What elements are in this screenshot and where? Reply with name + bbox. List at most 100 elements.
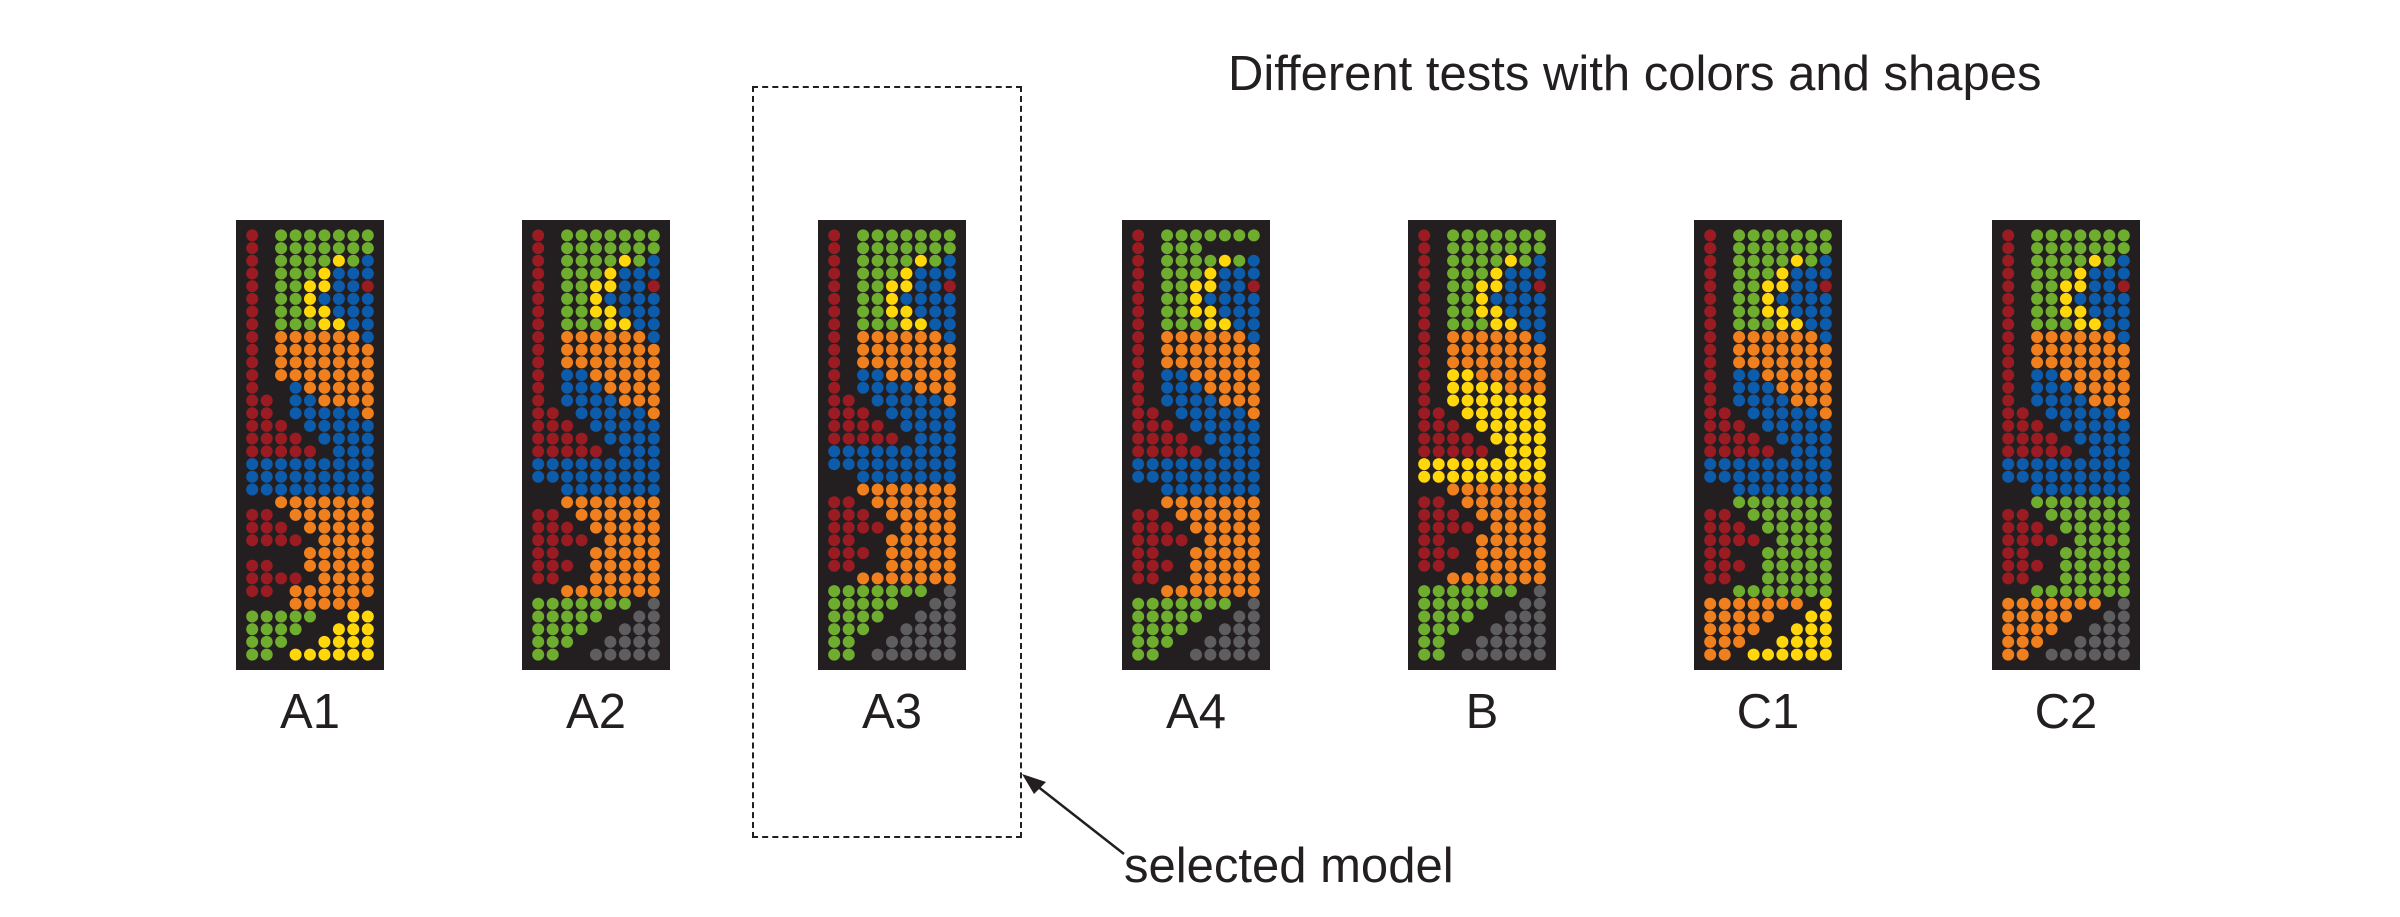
dot bbox=[1447, 610, 1460, 623]
dot bbox=[1204, 229, 1217, 242]
dot bbox=[604, 242, 617, 255]
dot bbox=[2002, 419, 2015, 432]
dot bbox=[1476, 572, 1488, 585]
dot bbox=[575, 483, 588, 496]
dot bbox=[900, 242, 913, 255]
dot bbox=[1519, 572, 1532, 585]
dot bbox=[900, 521, 913, 534]
dot bbox=[1418, 470, 1431, 483]
dot bbox=[1476, 559, 1488, 572]
dot bbox=[1418, 305, 1431, 318]
dot bbox=[1776, 229, 1789, 242]
dot bbox=[1733, 559, 1746, 572]
dot bbox=[2031, 623, 2044, 636]
dot bbox=[1490, 267, 1503, 280]
dot bbox=[1704, 318, 1717, 331]
dot bbox=[2060, 242, 2072, 255]
dot bbox=[929, 369, 942, 382]
dot bbox=[1461, 280, 1474, 293]
dot bbox=[275, 343, 288, 356]
dot bbox=[1476, 496, 1488, 509]
dot bbox=[2031, 254, 2044, 267]
dot bbox=[647, 496, 660, 509]
model-panel-c1 bbox=[1694, 220, 1842, 670]
dot bbox=[2088, 572, 2101, 585]
dot bbox=[2045, 292, 2058, 305]
dot bbox=[1190, 458, 1202, 471]
dot bbox=[1790, 343, 1803, 356]
dot bbox=[1161, 623, 1174, 636]
dot bbox=[1704, 572, 1717, 585]
dot bbox=[1233, 280, 1246, 293]
dot bbox=[304, 597, 316, 610]
dot bbox=[1819, 623, 1832, 636]
dot bbox=[2117, 267, 2130, 280]
dot bbox=[1747, 242, 1760, 255]
dot bbox=[2074, 496, 2087, 509]
dot bbox=[1704, 331, 1717, 343]
dot bbox=[1504, 419, 1517, 432]
dot bbox=[886, 331, 898, 343]
dot bbox=[1161, 597, 1174, 610]
dot bbox=[1490, 407, 1503, 420]
dot bbox=[1733, 445, 1746, 458]
dot bbox=[943, 280, 956, 293]
dot bbox=[260, 635, 273, 648]
dot bbox=[1819, 356, 1832, 369]
dot bbox=[1533, 445, 1546, 458]
dot bbox=[1490, 496, 1503, 509]
dot bbox=[900, 292, 913, 305]
dot bbox=[1418, 343, 1431, 356]
dot bbox=[2002, 292, 2015, 305]
dot bbox=[1533, 356, 1546, 369]
dot bbox=[929, 432, 942, 445]
dot bbox=[275, 483, 288, 496]
dot bbox=[2060, 445, 2072, 458]
dot bbox=[1762, 470, 1774, 483]
dot-matrix bbox=[1122, 220, 1270, 670]
dot bbox=[2074, 597, 2087, 610]
dot bbox=[857, 521, 870, 534]
dot bbox=[1819, 381, 1832, 394]
dot bbox=[2117, 292, 2130, 305]
dot bbox=[604, 508, 617, 521]
dot bbox=[1504, 305, 1517, 318]
dot bbox=[1204, 381, 1217, 394]
dot bbox=[332, 445, 345, 458]
dot bbox=[2074, 369, 2087, 382]
dot bbox=[871, 610, 884, 623]
dot bbox=[1704, 343, 1717, 356]
dot bbox=[1747, 483, 1760, 496]
dot bbox=[1247, 559, 1260, 572]
dot bbox=[1776, 381, 1789, 394]
dot bbox=[561, 458, 574, 471]
dot bbox=[318, 242, 331, 255]
dot bbox=[943, 229, 956, 242]
dot bbox=[1819, 547, 1832, 559]
dot bbox=[2060, 419, 2072, 432]
dot bbox=[929, 458, 942, 471]
dot bbox=[857, 547, 870, 559]
dot bbox=[1190, 242, 1202, 255]
dot bbox=[1447, 445, 1460, 458]
dot bbox=[1762, 381, 1774, 394]
panel-label-c2: C2 bbox=[2034, 685, 2098, 739]
dot bbox=[2074, 648, 2087, 661]
dot bbox=[1519, 356, 1532, 369]
dot bbox=[1805, 381, 1818, 394]
dot bbox=[886, 597, 898, 610]
dot bbox=[647, 381, 660, 394]
dot bbox=[532, 369, 545, 382]
dot bbox=[1533, 559, 1546, 572]
dot bbox=[1418, 267, 1431, 280]
dot bbox=[1218, 254, 1231, 267]
dot bbox=[828, 585, 841, 598]
dot bbox=[1819, 280, 1832, 293]
dot bbox=[318, 572, 331, 585]
dot bbox=[361, 356, 374, 369]
dot bbox=[1519, 394, 1532, 407]
dot bbox=[347, 419, 360, 432]
dot bbox=[943, 610, 956, 623]
dot bbox=[332, 470, 345, 483]
dot bbox=[1504, 470, 1517, 483]
